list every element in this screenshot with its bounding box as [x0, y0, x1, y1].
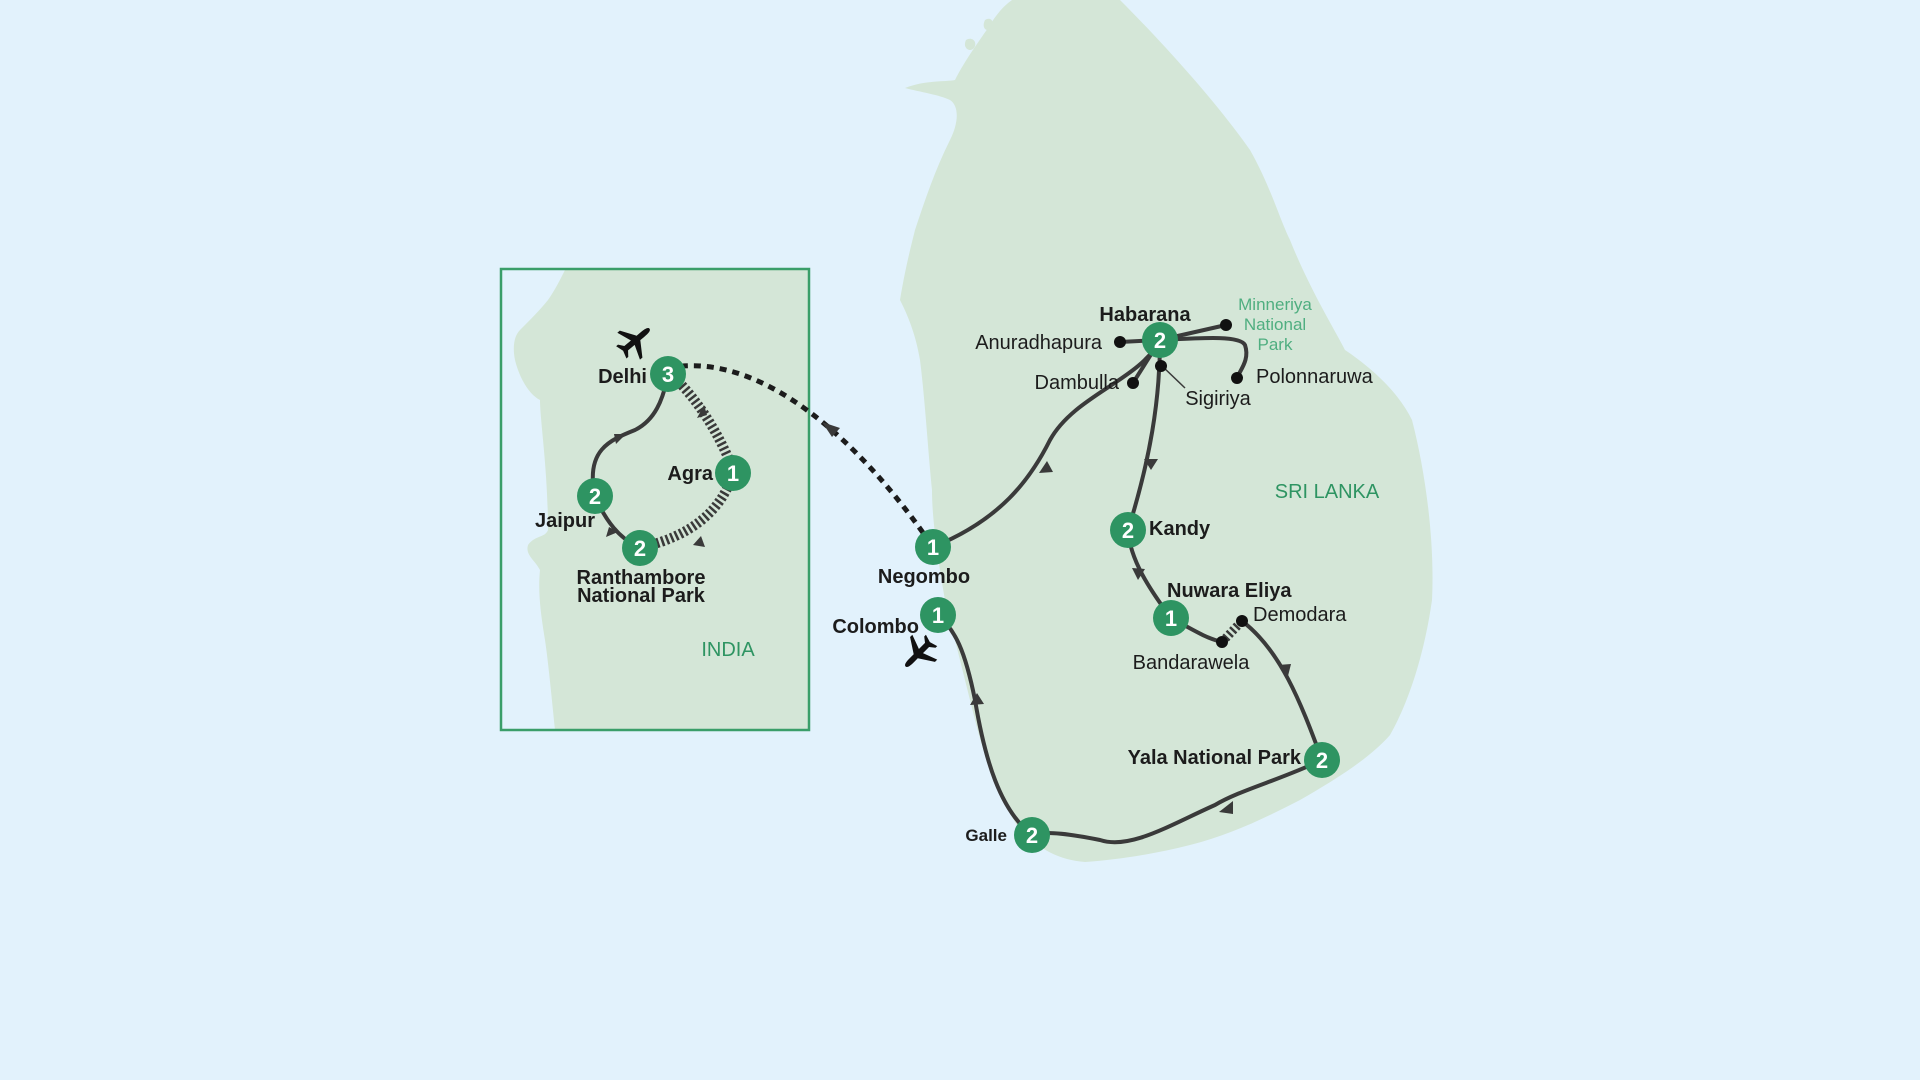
place-label-sigiriya: Sigiriya: [1185, 388, 1251, 410]
sri-lanka-route-arrows: [970, 459, 1291, 814]
stop-label-jaipur: Jaipur: [535, 510, 595, 532]
sri-lanka-landmass: [900, 0, 1433, 862]
sri-lanka-islet: [983, 18, 993, 31]
stop-marker-agra[interactable]: 1: [715, 455, 751, 491]
polonnaruwa-dot: [1231, 372, 1243, 384]
airplane-icon: [616, 328, 650, 360]
demodara-dot: [1236, 615, 1248, 627]
stop-label-galle: Galle: [965, 826, 1007, 845]
place-label-anuradhapura: Anuradhapura: [975, 332, 1103, 354]
bandarawela-dot: [1216, 636, 1228, 648]
route-arrow: [970, 693, 984, 705]
route-arrow: [822, 422, 840, 437]
stop-marker-colombo[interactable]: 1: [920, 597, 956, 633]
route-arrow: [697, 405, 707, 418]
stop-marker-habarana[interactable]: 2: [1142, 322, 1178, 358]
route-yala-galle: [1031, 758, 1323, 845]
stop-label-delhi: Delhi: [598, 366, 647, 388]
stop-nights: 3: [662, 362, 674, 387]
route-jaipur-delhi: [590, 374, 670, 497]
stop-marker-negombo[interactable]: 1: [915, 529, 951, 565]
route-excursion-polonnaruwa: [1159, 336, 1249, 379]
stop-label-yala: Yala National Park: [1128, 747, 1302, 769]
route-arrow: [1132, 568, 1145, 580]
stop-marker-kandy[interactable]: 2: [1110, 512, 1146, 548]
route-demodara-yala: [1240, 619, 1324, 761]
stop-nights: 2: [634, 536, 646, 561]
stop-nights: 1: [727, 461, 739, 486]
park-label-minneriya-line-2: National: [1244, 315, 1306, 334]
stop-label-nuwara-eliya: Nuwara Eliya: [1167, 580, 1292, 602]
stop-label-ranthambore-line-2: National Park: [577, 585, 706, 607]
route-negombo-habarana: [932, 339, 1162, 549]
place-label-polonnaruwa: Polonnaruwa: [1256, 366, 1374, 388]
sigiriya-dot: [1155, 360, 1167, 372]
park-label-minneriya-line-1: Minneriya: [1238, 295, 1312, 314]
stop-nights: 2: [1154, 328, 1166, 353]
stop-nights: 1: [927, 535, 939, 560]
inset-frame: [499, 267, 811, 732]
stop-label-habarana: Habarana: [1099, 304, 1191, 326]
route-agra-ranthambore: [641, 472, 738, 552]
stop-nights: 2: [1316, 748, 1328, 773]
sri-lanka-islet: [964, 38, 976, 51]
route-arrow: [614, 434, 626, 444]
country-label-sri-lanka: SRI LANKA: [1275, 481, 1380, 503]
stop-nights: 1: [932, 603, 944, 628]
minneriya-dot: [1220, 319, 1232, 331]
route-arrow: [1219, 801, 1233, 814]
place-label-bandarawela: Bandarawela: [1133, 652, 1251, 674]
stop-nights: 1: [1165, 606, 1177, 631]
dambulla-dot: [1127, 377, 1139, 389]
stop-marker-ranthambore[interactable]: 2: [622, 530, 658, 566]
stop-marker-galle[interactable]: 2: [1014, 817, 1050, 853]
route-arrow: [1278, 664, 1291, 676]
route-arrow: [1039, 461, 1053, 473]
stop-label-kandy: Kandy: [1149, 518, 1211, 540]
stop-marker-yala[interactable]: 2: [1304, 742, 1340, 778]
place-dots: [1114, 319, 1248, 648]
place-label-dambulla: Dambulla: [1035, 372, 1120, 394]
country-label-india: INDIA: [701, 639, 755, 661]
stop-label-colombo: Colombo: [832, 616, 919, 638]
route-arrow: [693, 536, 705, 547]
stop-label-agra: Agra: [667, 463, 713, 485]
stop-nights: 2: [1026, 823, 1038, 848]
stop-marker-jaipur[interactable]: 2: [577, 478, 613, 514]
route-arrow: [1144, 459, 1158, 470]
route-galle-colombo: [936, 613, 1034, 837]
stop-marker-nuwara-eliya[interactable]: 1: [1153, 600, 1189, 636]
stop-label-negombo: Negombo: [878, 566, 970, 588]
route-arrow: [606, 527, 618, 537]
place-label-demodara: Demodara: [1253, 604, 1347, 626]
stop-nights: 2: [1122, 518, 1134, 543]
india-route-arrows: [606, 405, 840, 547]
india-inset: [499, 267, 811, 732]
stop-label-ranthambore-line-1: Ranthambore: [577, 567, 706, 589]
park-label-minneriya-line-3: Park: [1258, 335, 1293, 354]
stop-marker-delhi[interactable]: 3: [650, 356, 686, 392]
india-landmass: [513, 270, 809, 730]
stop-nights: 2: [589, 484, 601, 509]
anuradhapura-dot: [1114, 336, 1126, 348]
airplane-icon: [905, 634, 938, 667]
